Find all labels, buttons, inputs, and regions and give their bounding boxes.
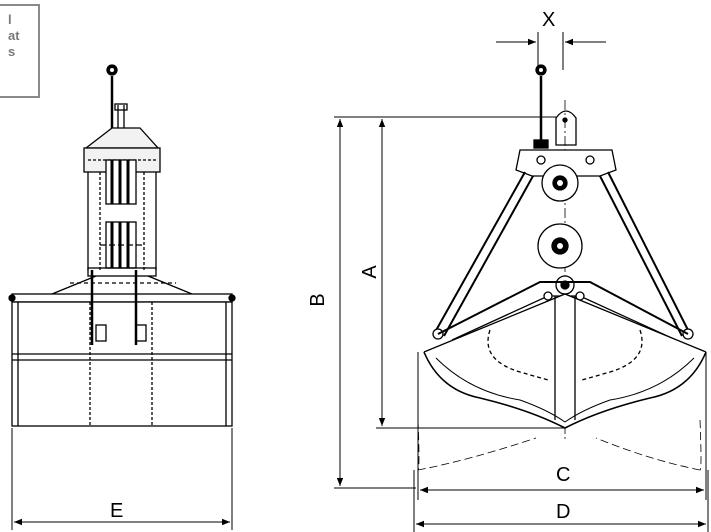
dimension-d [413,470,709,532]
bucket-side [8,293,236,427]
dimension-e [11,428,233,530]
dimension-a-label: A [359,265,381,279]
dimension-x [496,32,606,70]
dimension-b-label: B [307,293,329,306]
dimension-e-label: E [110,500,123,522]
side-view [8,64,236,427]
front-view [417,64,707,471]
sheave-block-lower [100,221,144,269]
stamp-line-2: at [8,28,20,43]
bucket-shells [423,293,707,429]
dimension-d-label: D [556,501,570,523]
lifting-eye-right [535,64,547,140]
dimension-a [376,119,565,429]
sheave-block-upper [105,159,137,205]
lifting-eye-left [106,64,118,130]
dimension-x-label: X [542,9,555,31]
dimension-c-label: C [556,464,570,486]
tie-rods [433,171,691,337]
dimension-b [334,116,556,489]
stamp-line-3: s [8,44,16,59]
dimension-c [417,352,707,500]
logo-stamp: l at s [0,4,40,98]
stamp-line-1: l [8,12,12,27]
